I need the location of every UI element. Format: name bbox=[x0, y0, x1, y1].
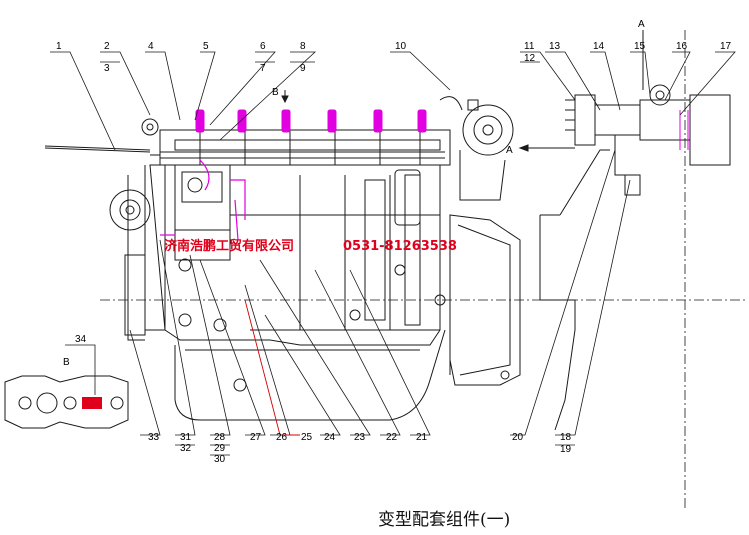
callout-7: 7 bbox=[260, 63, 266, 74]
view-arrows bbox=[281, 30, 644, 152]
callout-17: 17 bbox=[720, 41, 732, 52]
leader-red bbox=[244, 299, 300, 436]
callout-28: 28 bbox=[214, 432, 226, 443]
callout-1: 1 bbox=[56, 41, 62, 52]
injector-5 bbox=[373, 109, 383, 133]
callout-20: 20 bbox=[512, 432, 524, 443]
callout-34: 34 bbox=[75, 334, 87, 345]
callout-18: 18 bbox=[560, 432, 572, 443]
fuel-rail bbox=[44, 118, 445, 159]
callout-2: 2 bbox=[104, 41, 110, 52]
view-a-detail bbox=[555, 84, 731, 196]
callout-31: 31 bbox=[180, 432, 192, 443]
callout-8: 8 bbox=[300, 41, 306, 52]
leader-lines bbox=[50, 51, 736, 456]
callout-14: 14 bbox=[593, 41, 605, 52]
callout-33: 33 bbox=[148, 432, 160, 443]
injector-3 bbox=[281, 109, 291, 133]
callout-25: 25 bbox=[301, 432, 313, 443]
watermark-phone: 0531-81263538 bbox=[343, 239, 457, 254]
callout-10: 10 bbox=[395, 41, 407, 52]
callout-32: 32 bbox=[180, 443, 192, 454]
callout-9: 9 bbox=[300, 63, 306, 74]
callout-23: 23 bbox=[354, 432, 366, 443]
callout-15: 15 bbox=[634, 41, 646, 52]
callout-19: 19 bbox=[560, 444, 572, 455]
callout-24: 24 bbox=[324, 432, 336, 443]
injector-6 bbox=[417, 109, 427, 133]
callout-29: 29 bbox=[214, 443, 226, 454]
turbocharger bbox=[439, 96, 514, 201]
engine-block bbox=[109, 129, 451, 421]
view-a-pink bbox=[679, 110, 689, 150]
view-a-arrow-label: A bbox=[506, 145, 513, 156]
gearbox-outline bbox=[539, 149, 610, 431]
callout-4: 4 bbox=[148, 41, 154, 52]
flywheel-housing bbox=[449, 214, 521, 386]
callout-30: 30 bbox=[214, 454, 226, 465]
callout-21: 21 bbox=[416, 432, 428, 443]
callout-5: 5 bbox=[203, 41, 209, 52]
view-b-top-label: B bbox=[272, 87, 279, 98]
view-b-inset-label: B bbox=[63, 357, 70, 368]
callout-11: 11 bbox=[524, 41, 535, 52]
callout-22: 22 bbox=[386, 432, 398, 443]
callout-3: 3 bbox=[104, 63, 110, 74]
injector-row bbox=[195, 109, 427, 133]
callouts-bottom: 18 19 20 21 22 23 24 25 26 27 28 29 30 3… bbox=[75, 334, 572, 465]
callout-16: 16 bbox=[676, 41, 688, 52]
callouts-top: 1 2 3 4 5 6 7 8 9 10 11 12 13 14 15 16 1… bbox=[56, 41, 732, 74]
callout-26: 26 bbox=[276, 432, 288, 443]
callout-6: 6 bbox=[260, 41, 266, 52]
callout-12: 12 bbox=[524, 53, 536, 64]
view-b-red-part bbox=[82, 397, 102, 409]
watermark-company: 济南浩鹏工贸有限公司 bbox=[164, 238, 294, 254]
diagram-caption: 变型配套组件(一) bbox=[378, 510, 510, 530]
injector-4 bbox=[327, 109, 337, 133]
view-b-inset bbox=[4, 375, 129, 429]
gearbox-centerline bbox=[100, 30, 745, 510]
injector-1 bbox=[195, 109, 205, 133]
callout-13: 13 bbox=[549, 41, 561, 52]
injector-2 bbox=[237, 109, 247, 133]
callout-27: 27 bbox=[250, 432, 262, 443]
view-a-top-label: A bbox=[638, 19, 645, 30]
pump-pipes bbox=[160, 159, 246, 241]
